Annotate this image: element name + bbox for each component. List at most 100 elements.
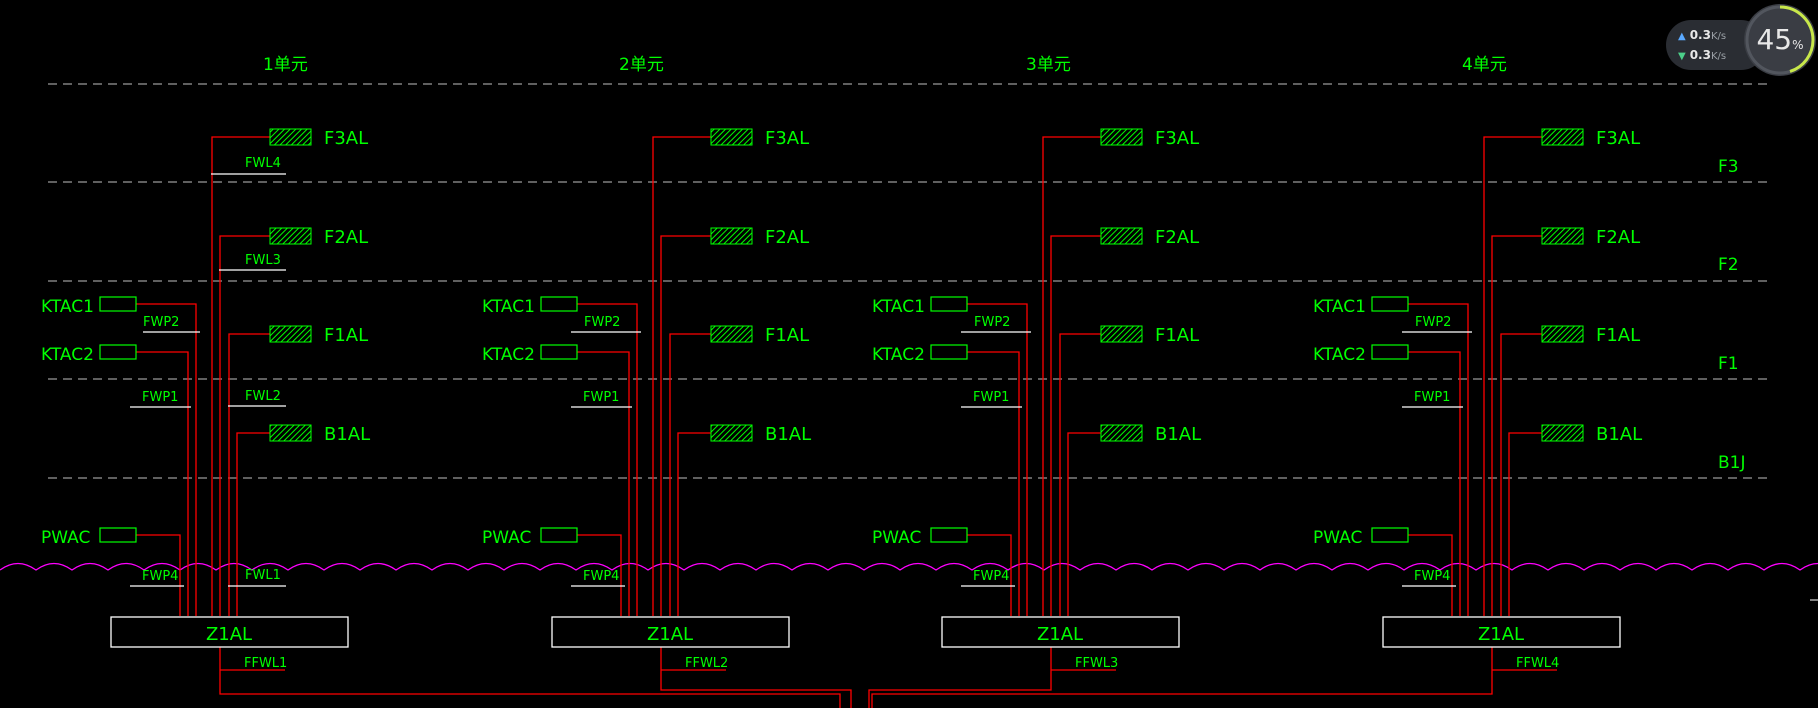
- ktac1-box: [540, 296, 578, 312]
- ktac2-box: [1371, 344, 1409, 360]
- gauge-arc: [1745, 5, 1815, 75]
- main-panel-box: [110, 616, 349, 648]
- download-unit: K/s: [1710, 51, 1727, 62]
- ktac1-label: KTAC1: [1313, 297, 1366, 317]
- fwp2-label: FWP2: [584, 315, 620, 330]
- fwp4-label: FWP4: [973, 569, 1009, 584]
- floor-lines: [48, 83, 1770, 479]
- fwp1-label: FWP1: [583, 390, 619, 405]
- fwp1-label: FWP1: [1414, 390, 1450, 405]
- pwac-box: [930, 527, 968, 543]
- panel-f3al-label: F3AL: [1596, 128, 1640, 149]
- panel-b1al-box: [1541, 424, 1584, 442]
- ktac1-label: KTAC1: [41, 297, 94, 317]
- floor-label-f3: F3: [1718, 157, 1739, 177]
- panel-f2al-box: [269, 227, 312, 245]
- panel-b1al-label: B1AL: [324, 424, 370, 445]
- panel-f1al-box: [710, 325, 753, 343]
- unit-title: 2单元: [619, 55, 664, 75]
- ffwl-label: FFWL4: [1516, 656, 1559, 671]
- panel-b1al-label: B1AL: [1596, 424, 1642, 445]
- panel-f2al-label: F2AL: [324, 227, 368, 248]
- network-speed-widget[interactable]: ▲0.3K/s ▼0.3K/s 45%: [1666, 4, 1816, 80]
- main-panel-label: Z1AL: [647, 624, 693, 645]
- fwl2-label: FWL2: [245, 389, 281, 404]
- ffwl-label: FFWL2: [685, 656, 728, 671]
- unit-2: 2单元 F3AL F2AL F1AL B1AL KTAC1: [482, 55, 852, 708]
- floor-labels: F3 F2 F1 B1J: [1718, 157, 1746, 473]
- fwp2-label: FWP2: [143, 315, 179, 330]
- panel-f3al-box: [269, 128, 312, 146]
- panel-f3al-box: [710, 128, 753, 146]
- upload-speed: ▲0.3K/s: [1678, 28, 1726, 42]
- fwp1-label: FWP1: [142, 390, 178, 405]
- main-panel-label: Z1AL: [1478, 624, 1524, 645]
- pwac-box: [540, 527, 578, 543]
- ktac1-label: KTAC1: [872, 297, 925, 317]
- ktac2-label: KTAC2: [1313, 345, 1366, 365]
- panel-f3al-box: [1541, 128, 1584, 146]
- memory-gauge[interactable]: 45%: [1744, 4, 1816, 76]
- panel-f2al-label: F2AL: [1155, 227, 1199, 248]
- fwp2-label: FWP2: [1415, 315, 1451, 330]
- pwac-label: PWAC: [482, 528, 531, 548]
- pwac-box: [1371, 527, 1409, 543]
- main-panel-label: Z1AL: [206, 624, 252, 645]
- fwp4-label: FWP4: [583, 569, 619, 584]
- floor-label-b1j: B1J: [1718, 453, 1746, 473]
- download-value: 0.3: [1689, 48, 1711, 62]
- fwl1-label: FWL1: [245, 568, 281, 583]
- download-speed: ▼0.3K/s: [1678, 48, 1726, 62]
- panel-f1al-box: [1100, 325, 1143, 343]
- ktac2-label: KTAC2: [41, 345, 94, 365]
- panel-b1al-label: B1AL: [765, 424, 811, 445]
- pwac-box: [99, 527, 137, 543]
- fwl4-label: FWL4: [245, 156, 281, 171]
- fwp4-label: FWP4: [142, 569, 178, 584]
- ktac1-box: [1371, 296, 1409, 312]
- break-line: [0, 562, 1818, 571]
- panel-b1al-box: [269, 424, 312, 442]
- gauge-value: 45%: [1756, 23, 1804, 56]
- fwp4-label: FWP4: [1414, 569, 1450, 584]
- panel-f1al-box: [269, 325, 312, 343]
- main-panel-box: [941, 616, 1180, 648]
- panel-f1al-label: F1AL: [324, 325, 368, 346]
- upload-unit: K/s: [1710, 31, 1727, 42]
- main-panel-label: Z1AL: [1037, 624, 1083, 645]
- unit-title: 4单元: [1462, 55, 1507, 75]
- floor-label-f1: F1: [1718, 354, 1739, 374]
- fwp2-label: FWP2: [974, 315, 1010, 330]
- ktac1-label: KTAC1: [482, 297, 535, 317]
- wires: [871, 136, 1542, 708]
- panel-f1al-box: [1541, 325, 1584, 343]
- unit-title: 3单元: [1026, 55, 1071, 75]
- panel-f2al-box: [1100, 227, 1143, 245]
- panel-f2al-box: [1541, 227, 1584, 245]
- unit-1: 1单元 F3AL F2AL: [41, 55, 841, 708]
- unit-4: 4单元 F3AL F2AL F1AL B1AL KTAC1: [871, 55, 1642, 708]
- ffwl-label: FFWL3: [1075, 656, 1118, 671]
- panel-f3al-label: F3AL: [1155, 128, 1199, 149]
- ktac1-box: [99, 296, 137, 312]
- wires: [868, 136, 1101, 708]
- panel-f3al-box: [1100, 128, 1143, 146]
- main-panel-box: [551, 616, 790, 648]
- download-arrow-icon: ▼: [1678, 51, 1686, 62]
- upload-arrow-icon: ▲: [1678, 31, 1686, 42]
- ktac2-box: [99, 344, 137, 360]
- panel-f2al-label: F2AL: [1596, 227, 1640, 248]
- unit-3: 3单元 F3AL F2AL F1AL B1AL KTAC1: [868, 55, 1201, 708]
- wires: [577, 136, 852, 708]
- pwac-label: PWAC: [872, 528, 921, 548]
- upload-value: 0.3: [1689, 28, 1711, 42]
- ktac2-label: KTAC2: [872, 345, 925, 365]
- unit-title: 1单元: [263, 55, 308, 75]
- wires: [136, 136, 841, 708]
- floor-label-f2: F2: [1718, 255, 1739, 275]
- ktac1-box: [930, 296, 968, 312]
- ktac2-box: [930, 344, 968, 360]
- pwac-label: PWAC: [1313, 528, 1362, 548]
- panel-f1al-label: F1AL: [1596, 325, 1640, 346]
- ktac2-box: [540, 344, 578, 360]
